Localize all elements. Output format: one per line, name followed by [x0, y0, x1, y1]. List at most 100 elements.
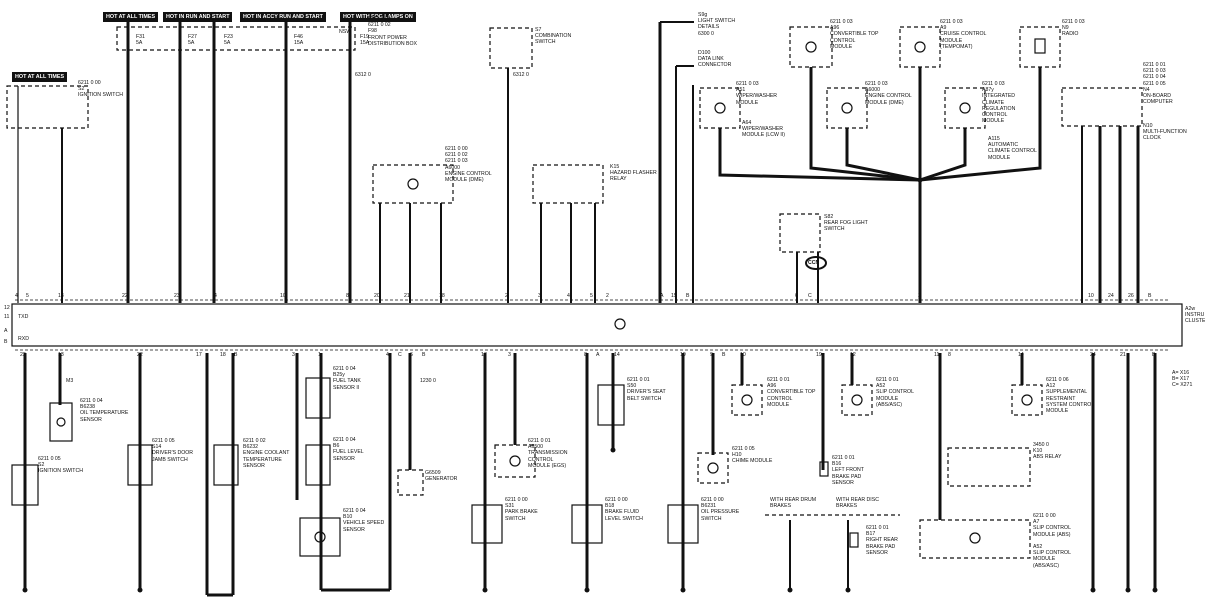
s50-box	[597, 384, 625, 426]
cluster-pin-left: B	[4, 339, 8, 345]
cluster-pin-top: 20	[374, 293, 380, 299]
cluster-pin-top: B	[686, 293, 690, 299]
b10-box	[299, 517, 341, 557]
b18-box	[571, 504, 603, 544]
fuse-box-label: 6211 0 00 6211 0 02 F98 FRONT POWER DIST…	[368, 16, 417, 47]
cluster-pin-bottom: 17	[196, 352, 202, 358]
fuse-box	[116, 26, 356, 51]
cluster-pin-bottom: 19	[680, 352, 686, 358]
cluster-pin-bottom: 4	[386, 352, 389, 358]
b25y-box	[305, 377, 331, 419]
cluster-pin-top: 23	[174, 293, 180, 299]
b6-label: 6211 0 04 B6 FUEL LEVEL SENSOR	[333, 437, 364, 462]
cluster-pin-top: 6	[795, 293, 798, 299]
a96-bottom-box	[731, 384, 763, 416]
k15-label: K15 HAZARD FLASHER RELAY	[610, 164, 657, 183]
txd-label: TXD	[18, 314, 29, 320]
k10-box	[947, 447, 1031, 487]
a52-label: 6211 0 01 A52 SLIP CONTROL MODULE (ABS/A…	[876, 377, 914, 408]
cluster-pin-top: 22	[122, 293, 128, 299]
a52-box	[841, 384, 873, 416]
fuse-f27: F27 5A	[188, 34, 197, 47]
hot-in-accy-label: HOT IN ACCY RUN AND START	[240, 12, 326, 22]
s82-label: S82 REAR FOG LIGHT SWITCH	[824, 214, 868, 233]
cluster-pin-bottom: 3	[292, 352, 295, 358]
s50-label: 6211 0 01 S50 DRIVER'S SEAT BELT SWITCH	[627, 377, 666, 402]
cluster-pin-bottom: 22	[137, 352, 143, 358]
cluster-pin-top: 4	[15, 293, 18, 299]
cluster-pin-top: 2	[918, 293, 921, 299]
hot-in-run-start-label: HOT IN RUN AND START	[163, 12, 233, 22]
cluster-pin-bottom: A	[596, 352, 600, 358]
cluster-pin-top: 2	[606, 293, 609, 299]
cluster-pin-left: A	[4, 328, 8, 334]
s2-bottom-box	[11, 464, 39, 506]
cluster-pin-bottom: 14	[1018, 352, 1024, 358]
ref-6312-right: 6312 0	[513, 72, 529, 78]
a96-label: 6211 0 03 A96 CONVERTIBLE TOP CONTROL MO…	[830, 19, 879, 50]
cluster-pin-bottom: 9	[710, 352, 713, 358]
cluster-pin-top: 2	[505, 293, 508, 299]
cluster-pin-left: 11	[4, 314, 10, 320]
b6232-label: 6211 0 02 B6232 ENGINE COOLANT TEMPERATU…	[243, 438, 290, 469]
cluster-pin-bottom: 19	[816, 352, 822, 358]
cluster-pin-top: C	[808, 293, 812, 299]
a2w-cluster-label: A2w INSTRU CLUSTE	[1185, 306, 1205, 325]
s31-label: 6211 0 00 S31 PARK BRAKE SWITCH	[505, 497, 538, 522]
cluster-pin-bottom: 3	[508, 352, 511, 358]
k10-label: 3450 0 K10 ABS RELAY	[1033, 442, 1062, 461]
hot-at-all-times-label: HOT AT ALL TIMES	[103, 12, 159, 22]
hot-at-all-times-left-label: HOT AT ALL TIMES	[12, 72, 68, 82]
cluster-pin-top: A	[660, 293, 664, 299]
s9g-label: S9g LIGHT SWITCH DETAILS 6300 0	[698, 12, 736, 37]
cluster-pin-bottom: B	[722, 352, 726, 358]
ccn-label: CCN	[808, 260, 820, 266]
a51-box	[699, 87, 741, 129]
s2-ignition-switch-top: 6211 0 00 S2 IGNITION SWITCH	[78, 80, 123, 99]
cluster-pin-top: 8	[346, 293, 349, 299]
fuse-f23: F23 5A	[224, 34, 233, 47]
a9-box	[899, 26, 941, 68]
h10-box	[697, 452, 729, 484]
b18-label: 6211 0 00 B18 BRAKE FLUID LEVEL SWITCH	[605, 497, 643, 522]
b10-label: 6211 0 04 B10 VEHICLE SPEED SENSOR	[343, 508, 385, 533]
cluster-pin-top: B	[1148, 293, 1152, 299]
a6500-box	[494, 444, 536, 478]
cluster-pin-bottom: B	[234, 352, 238, 358]
a12-label: 6211 0 06 A12 SUPPLEMENTAL RESTRAINT SYS…	[1046, 377, 1095, 415]
cluster-pin-top: 10	[280, 293, 286, 299]
cluster-pin-bottom: 12	[850, 352, 856, 358]
cluster-pin-top: 5	[26, 293, 29, 299]
cluster-pin-top: 4	[567, 293, 570, 299]
b6238-label: 6211 0 04 B6238 OIL TEMPERATURE SENSOR	[80, 398, 129, 423]
cluster-pin-bottom: C	[398, 352, 402, 358]
k15-box	[532, 164, 604, 204]
fuse-f46: F46 15A	[294, 34, 304, 47]
a12-box	[1011, 384, 1043, 416]
b17-label: 6211 0 01 B17 RIGHT REAR BRAKE PAD SENSO…	[866, 525, 898, 556]
a96-box	[789, 26, 833, 68]
instrument-cluster-box	[11, 303, 1183, 347]
cluster-pin-bottom: 13	[58, 352, 64, 358]
n9-box	[1019, 26, 1061, 68]
s14-box	[127, 444, 153, 486]
a96-bottom-label: 6211 0 01 A96 CONVERTIBLE TOP CONTROL MO…	[767, 377, 816, 408]
cluster-pin-top: 10	[1088, 293, 1094, 299]
b6231-box	[667, 504, 699, 544]
cluster-pin-top: 3	[538, 293, 541, 299]
fuse-nsw: NSW	[339, 29, 352, 35]
cluster-pin-bottom: 17	[481, 352, 487, 358]
a87y-box	[944, 87, 986, 129]
a87y-label: 6211 0 03 A87y INTEGRATED CLIMATE REGULA…	[982, 81, 1016, 125]
cluster-pin-top: 21	[404, 293, 410, 299]
cluster-pin-bottom: 10	[740, 352, 746, 358]
a7-box	[919, 519, 1031, 559]
s2-ignition-switch-bottom: 6211 0 05 S2 IGNITION SWITCH	[38, 456, 83, 475]
cluster-pin-left: 12	[4, 305, 10, 311]
cluster-pin-bottom: 8	[948, 352, 951, 358]
fuse-f31: F31 5A	[136, 34, 145, 47]
b6238-box	[49, 402, 73, 442]
s7-box	[489, 27, 533, 69]
